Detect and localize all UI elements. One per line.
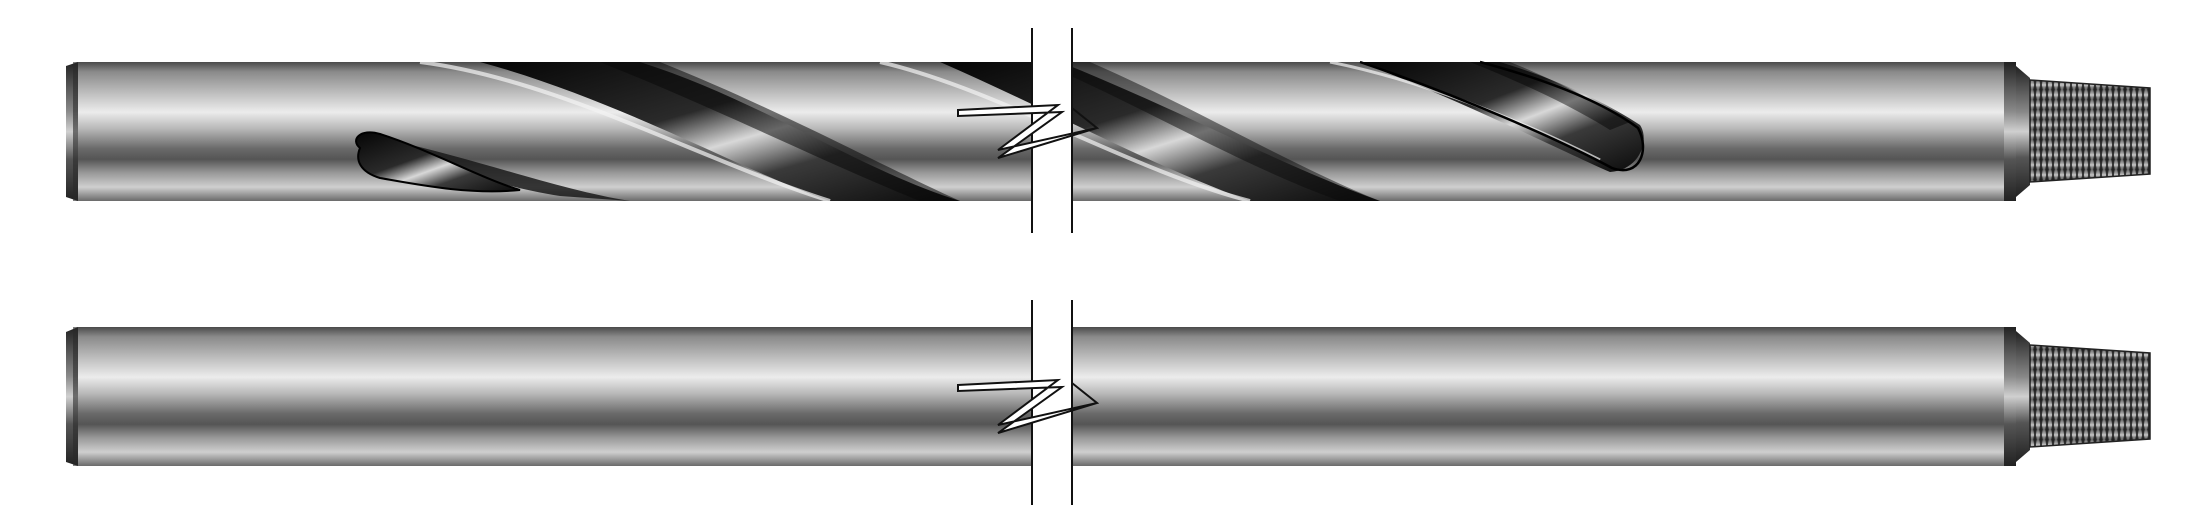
- spiral-flute-right-pocket: [1359, 60, 1645, 172]
- smooth-rod-left-cap: [66, 327, 79, 466]
- spiral-drill-rod: [66, 28, 2151, 233]
- spiral-rod-thread: [2029, 79, 2151, 183]
- spiral-rod-shoulder: [2004, 62, 2030, 201]
- smooth-rod-thread: [2029, 344, 2151, 448]
- smooth-rod-shoulder: [2004, 327, 2030, 466]
- smooth-rod-break: [957, 300, 1100, 505]
- smooth-drill-rod: [66, 300, 2151, 505]
- spiral-rod-break: [957, 28, 1100, 233]
- spiral-rod-left-cap: [66, 62, 79, 201]
- spiral-flute-left-pocket: [355, 131, 521, 193]
